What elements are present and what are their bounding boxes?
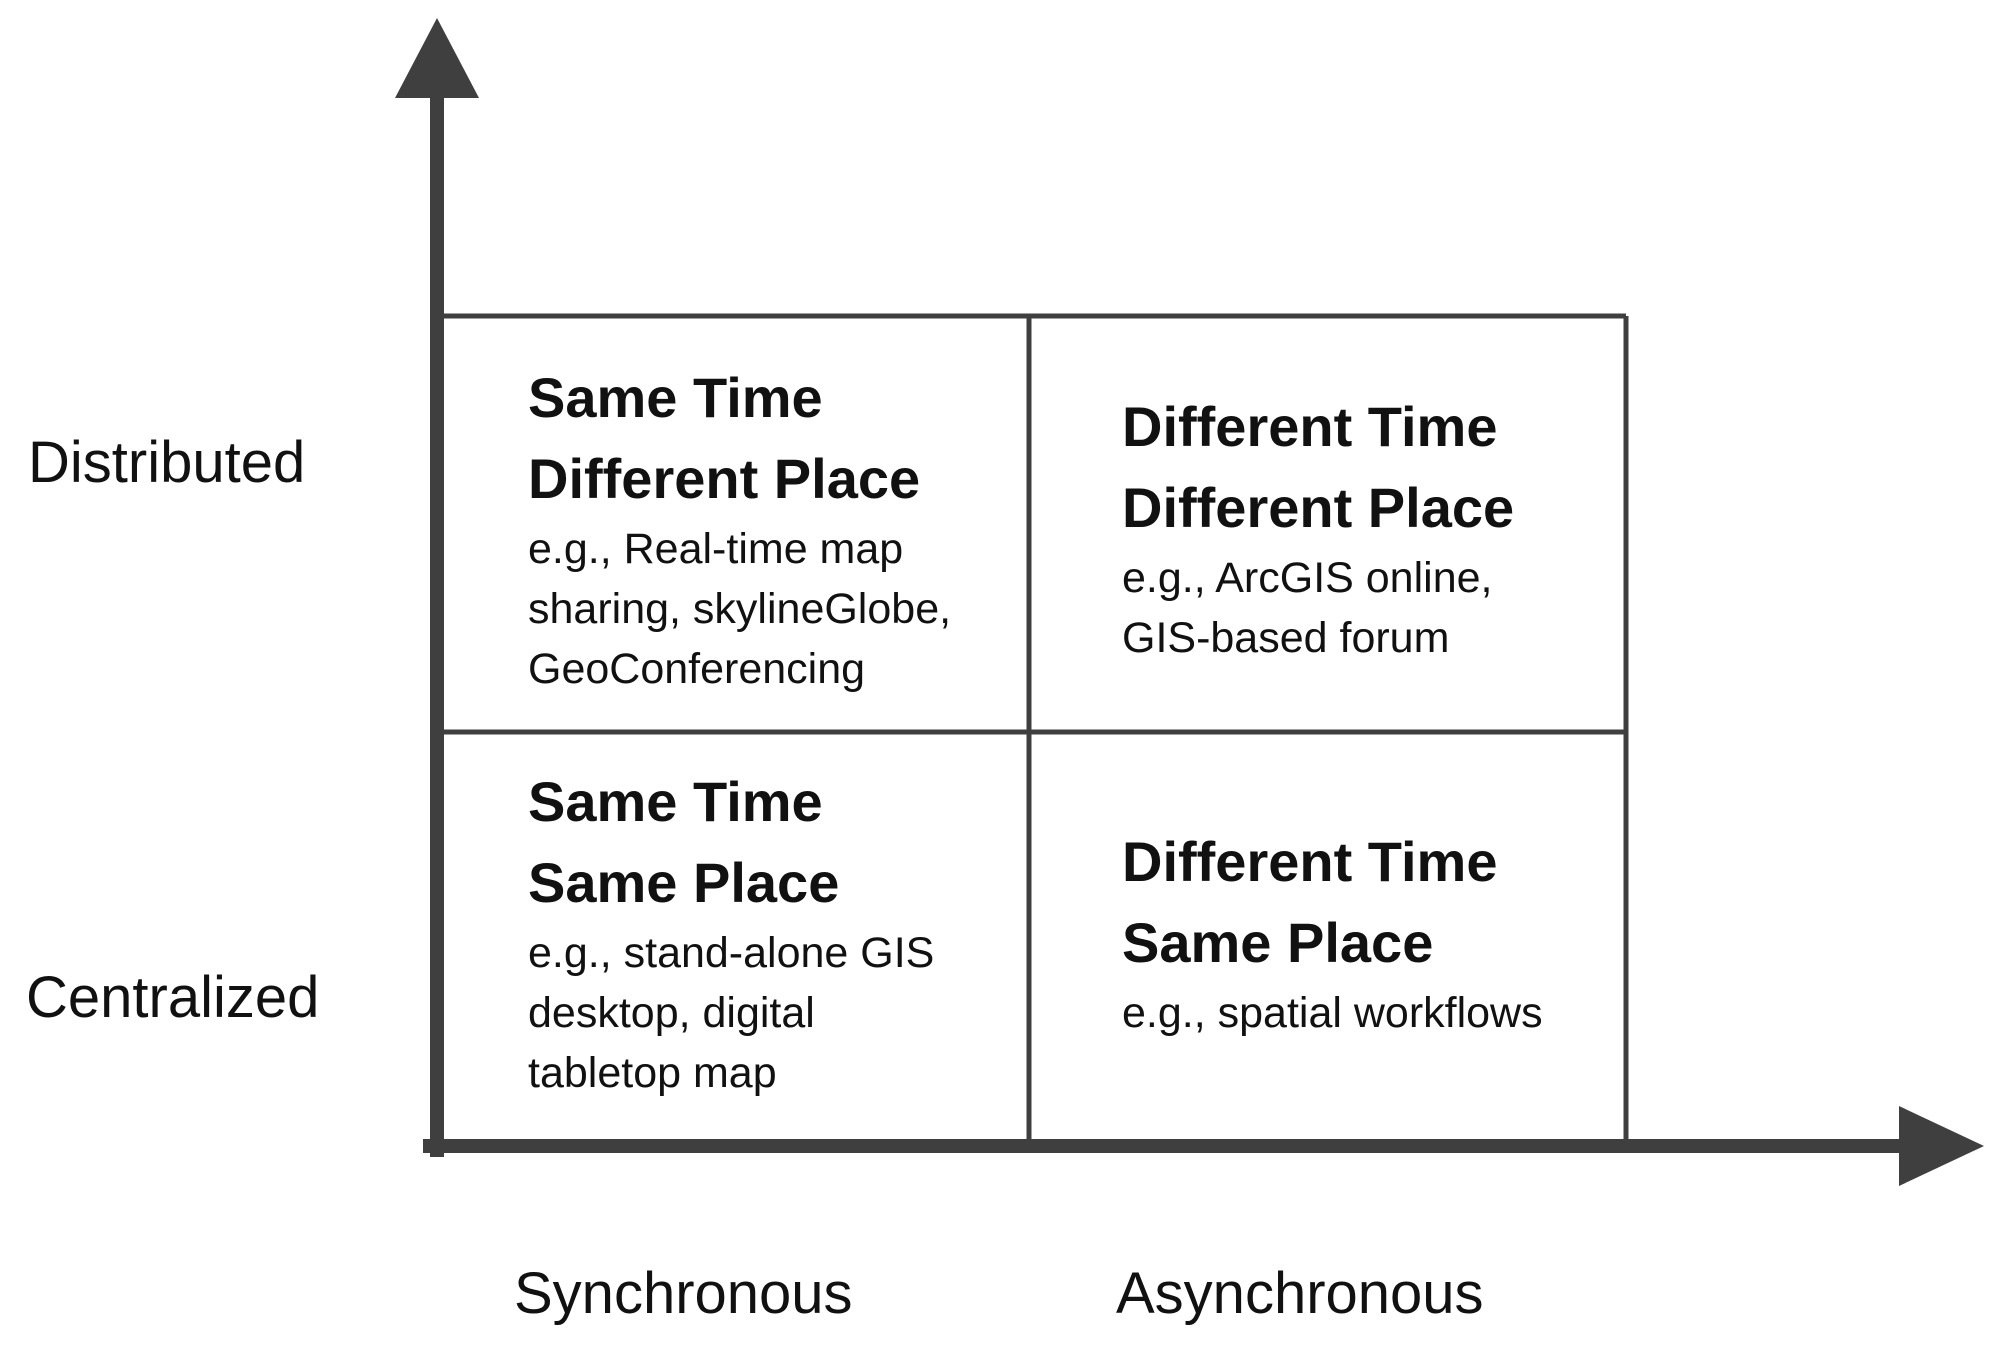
cell-example-line: e.g., stand-alone GIS <box>528 929 935 977</box>
cell-title-line-1: Same Time <box>528 366 823 429</box>
grid-lines <box>443 313 1629 1141</box>
cell-example-line: tabletop map <box>528 1049 777 1097</box>
cell-title-line-2: Same Place <box>528 851 840 914</box>
y-axis-arrowhead <box>395 18 479 98</box>
cell-example-text: e.g., Real-time map sharing, skylineGlob… <box>528 519 1008 699</box>
cell-title-line-1: Different Time <box>1122 830 1498 893</box>
cell-example-line: e.g., ArcGIS online, <box>1122 554 1493 602</box>
y-label-distributed: Distributed <box>28 430 306 495</box>
cell-example-line: desktop, digital <box>528 989 815 1037</box>
cell-example-text: e.g., ArcGIS online, GIS-based forum <box>1122 548 1612 668</box>
cell-title-line-2: Different Place <box>528 447 921 510</box>
cell-example-line: e.g., Real-time map <box>528 525 904 573</box>
cell-example-text: e.g., spatial workflows <box>1122 983 1612 1043</box>
y-label-centralized: Centralized <box>26 965 320 1030</box>
cell-title-line-2: Different Place <box>1122 476 1515 539</box>
cell-example-line: GIS-based forum <box>1122 614 1450 662</box>
cell-title-line-1: Different Time <box>1122 395 1498 458</box>
cell-example-text: e.g., stand-alone GIS desktop, digital t… <box>528 923 1008 1103</box>
cell-example-line: GeoConferencing <box>528 645 866 693</box>
cell-same-time-same-place: Same Time Same Place e.g., stand-alone G… <box>528 761 1008 1103</box>
cell-different-time-same-place: Different Time Same Place e.g., spatial … <box>1122 821 1612 1043</box>
cell-same-time-different-place: Same Time Different Place e.g., Real-tim… <box>528 357 1008 699</box>
x-axis-arrowhead <box>1899 1106 1984 1186</box>
x-label-asynchronous: Asynchronous <box>1116 1261 1484 1326</box>
cell-example-line: e.g., spatial workflows <box>1122 989 1543 1037</box>
cell-title-line-2: Same Place <box>1122 911 1434 974</box>
cell-different-time-different-place: Different Time Different Place e.g., Arc… <box>1122 386 1612 668</box>
cell-example-line: sharing, skylineGlobe, <box>528 585 952 633</box>
cell-title-line-1: Same Time <box>528 770 823 833</box>
x-label-synchronous: Synchronous <box>514 1261 853 1326</box>
